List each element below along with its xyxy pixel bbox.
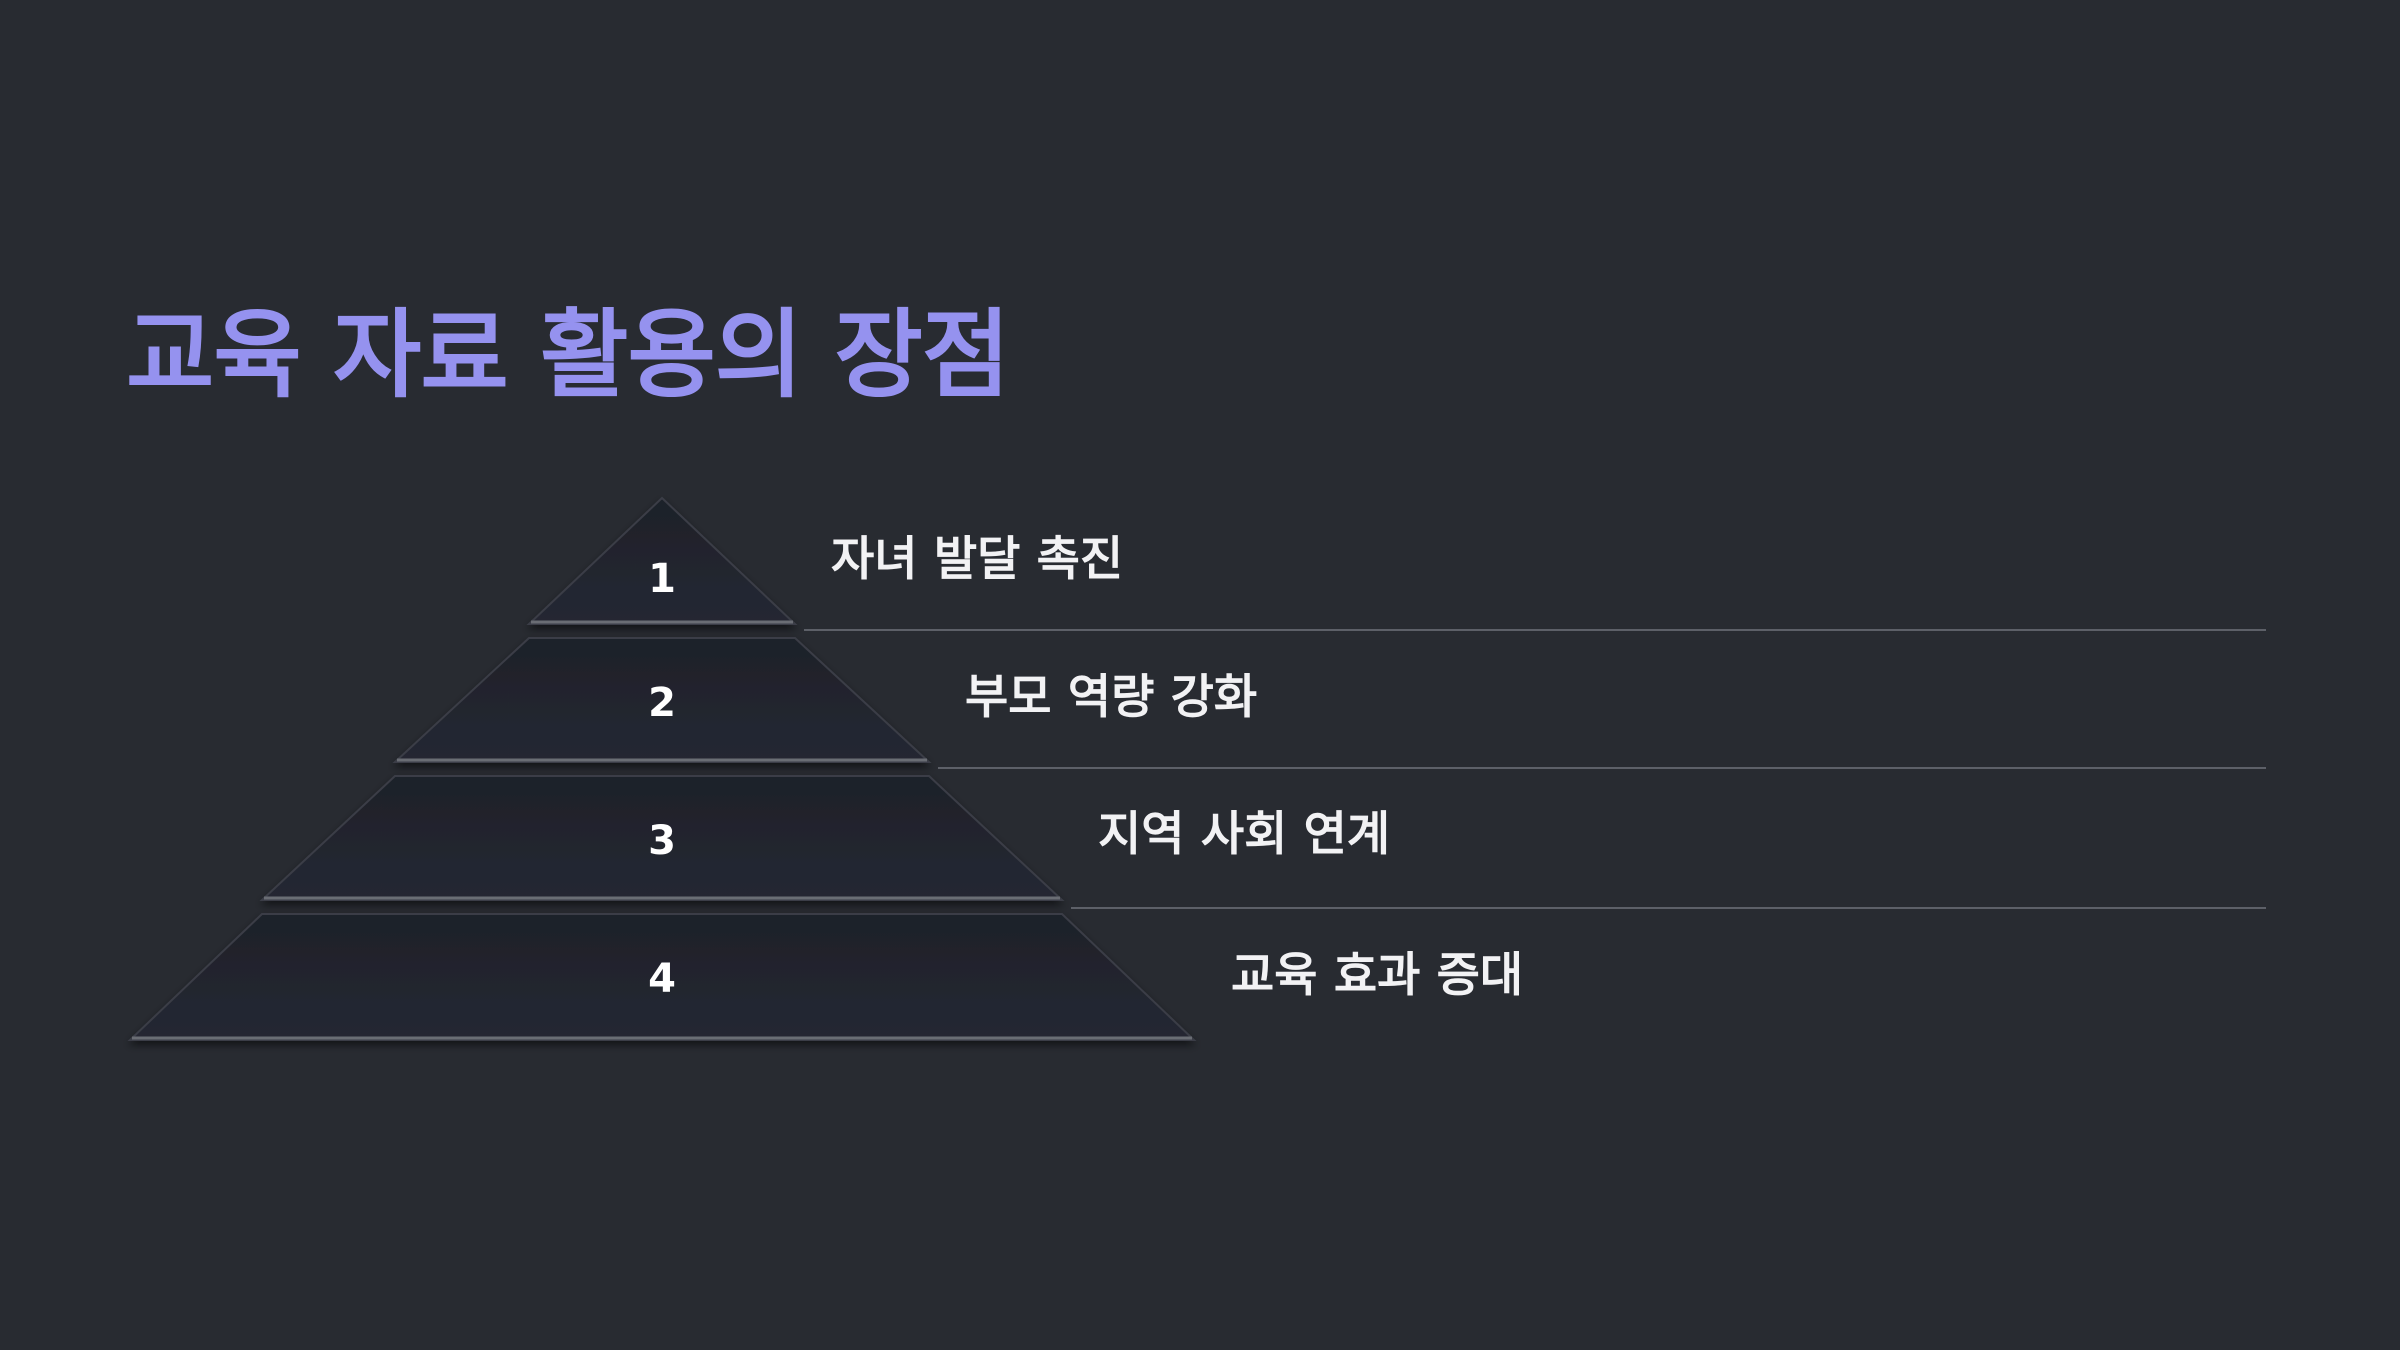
tier-label: 부모 역량 강화 — [965, 670, 1258, 725]
tier-number: 4 — [648, 956, 676, 1002]
tier-number: 1 — [648, 556, 676, 602]
tier-number: 2 — [648, 680, 676, 726]
tier-label: 자녀 발달 촉진 — [831, 532, 1124, 587]
tier-label: 지역 사회 연계 — [1098, 807, 1391, 862]
tier-label: 교육 효과 증대 — [1231, 948, 1524, 1003]
slide-title: 교육 자료 활용의 장점 — [126, 299, 1010, 411]
pyramid-tier-4: 4 — [127, 913, 1197, 1041]
pyramid-tier-2: 2 — [392, 637, 932, 763]
tier-number: 3 — [648, 818, 676, 864]
pyramid-tier-3: 3 — [259, 775, 1065, 901]
pyramid-tier-1: 1 — [526, 496, 798, 625]
